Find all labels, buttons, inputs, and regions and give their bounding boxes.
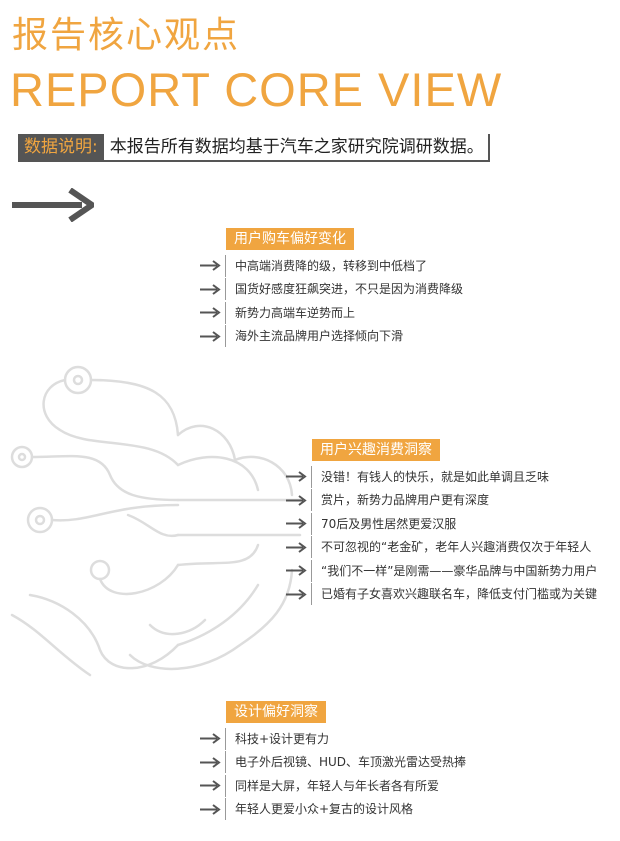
list-item-text: 国货好感度狂飙突进，不只是因为消费降级 xyxy=(225,278,463,301)
section-design-preference: 设计偏好洞察 科技+设计更有力 电子外后视镜、HUD、车顶激光雷达受热捧 同样是… xyxy=(200,701,466,821)
arrow-right-icon xyxy=(286,565,307,577)
list-item-text: 电子外后视镜、HUD、车顶激光雷达受热捧 xyxy=(225,751,466,774)
arrow-right-icon xyxy=(200,780,221,792)
list-item-text: 没错！有钱人的快乐，就是如此单调且乏味 xyxy=(311,465,549,488)
list-item: 70后及男性居然更爱汉服 xyxy=(286,512,597,536)
section-title: 用户兴趣消费洞察 xyxy=(312,439,440,461)
data-note: 数据说明: 本报告所有数据均基于汽车之家研究院调研数据。 xyxy=(18,134,490,162)
list-item: 同样是大屏，年轻人与年长者各有所爱 xyxy=(200,774,466,798)
list-item-text: 中高端消费降的级，转移到中低档了 xyxy=(225,254,427,277)
decorative-line-graphic xyxy=(10,365,302,677)
arrow-right-icon xyxy=(286,518,307,530)
list-item-text: 同样是大屏，年轻人与年长者各有所爱 xyxy=(225,774,439,797)
list-item: 海外主流品牌用户选择倾向下滑 xyxy=(200,325,463,349)
list-item: 不可忽视的“老金矿，老年人兴趣消费仅次于年轻人 xyxy=(286,536,597,560)
list-item-text: 新势力高端车逆势而上 xyxy=(225,301,355,324)
list-item-text: 不可忽视的“老金矿，老年人兴趣消费仅次于年轻人 xyxy=(311,536,591,559)
arrow-right-icon xyxy=(286,494,307,506)
arrow-right-icon xyxy=(200,307,221,319)
section-purchase-preference: 用户购车偏好变化 中高端消费降的级，转移到中低档了 国货好感度狂飙突进，不只是因… xyxy=(200,228,463,348)
page-title-english: REPORT CORE VIEW xyxy=(10,63,503,116)
list-item-text: “我们不一样”是刚需——豪华品牌与中国新势力用户 xyxy=(311,559,597,582)
list-item: 新势力高端车逆势而上 xyxy=(200,301,463,325)
arrow-right-icon xyxy=(200,756,221,768)
arrow-right-icon xyxy=(286,588,307,600)
list-item: 年轻人更爱小众+复古的设计风格 xyxy=(200,798,466,822)
arrow-right-icon xyxy=(200,733,221,745)
list-item: 中高端消费降的级，转移到中低档了 xyxy=(200,254,463,278)
list-item: 电子外后视镜、HUD、车顶激光雷达受热捧 xyxy=(200,751,466,775)
arrow-right-icon xyxy=(200,260,221,272)
list-item: “我们不一样”是刚需——豪华品牌与中国新势力用户 xyxy=(286,559,597,583)
section-title: 用户购车偏好变化 xyxy=(226,228,354,250)
section-interest-consumption: 用户兴趣消费洞察 没错！有钱人的快乐，就是如此单调且乏味 赏片，新势力品牌用户更… xyxy=(286,439,597,606)
arrow-right-icon xyxy=(200,803,221,815)
arrow-right-icon xyxy=(200,283,221,295)
list-item: 国货好感度狂飙突进，不只是因为消费降级 xyxy=(200,278,463,302)
list-item: 没错！有钱人的快乐，就是如此单调且乏味 xyxy=(286,465,597,489)
list-item: 科技+设计更有力 xyxy=(200,727,466,751)
list-item-text: 海外主流品牌用户选择倾向下滑 xyxy=(225,325,403,348)
list-item-text: 科技+设计更有力 xyxy=(225,727,329,750)
list-item: 赏片，新势力品牌用户更有深度 xyxy=(286,489,597,513)
big-arrow-icon xyxy=(12,188,94,222)
arrow-right-icon xyxy=(200,330,221,342)
section-title: 设计偏好洞察 xyxy=(226,701,326,723)
page-title: 报告核心观点 xyxy=(12,15,241,56)
list-item-text: 已婚有子女喜欢兴趣联名车，降低支付门槛或为关键 xyxy=(311,583,597,606)
arrow-right-icon xyxy=(286,471,307,483)
arrow-right-icon xyxy=(286,541,307,553)
list-item-text: 70后及男性居然更爱汉服 xyxy=(311,512,456,535)
data-note-text: 本报告所有数据均基于汽车之家研究院调研数据。 xyxy=(109,137,484,157)
list-item-text: 赏片，新势力品牌用户更有深度 xyxy=(311,489,489,512)
list-item: 已婚有子女喜欢兴趣联名车，降低支付门槛或为关键 xyxy=(286,583,597,607)
data-note-label: 数据说明: xyxy=(18,134,104,160)
list-item-text: 年轻人更爱小众+复古的设计风格 xyxy=(225,798,413,821)
